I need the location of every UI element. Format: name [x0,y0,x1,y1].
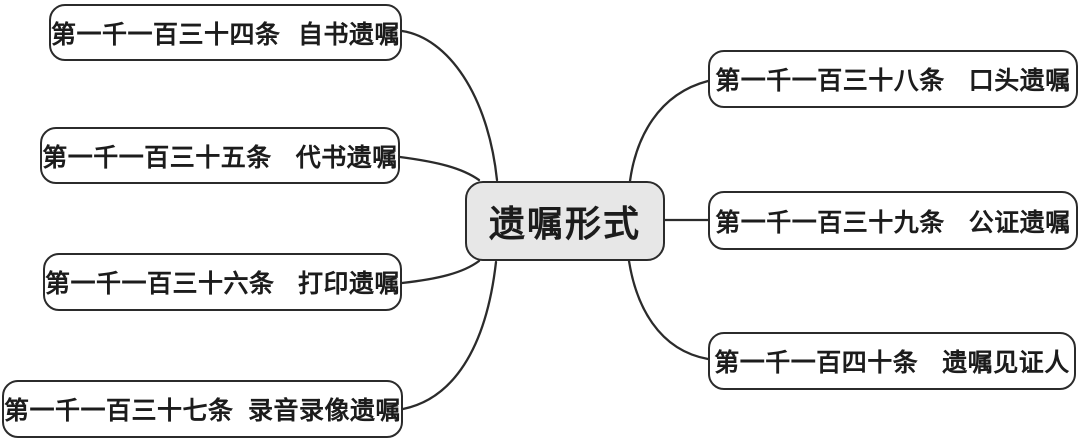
article-title: 录音录像遗嘱 [247,397,401,425]
article-title: 口头遗嘱 [968,67,1071,95]
branch-node-article-1140: 第一千一百四十条遗嘱见证人 [708,332,1076,390]
article-title: 代书遗嘱 [295,143,398,172]
branch-node-article-1134: 第一千一百三十四条自书遗嘱 [49,4,402,61]
connector-left-4 [401,260,498,411]
article-number: 第一千一百三十四条 [51,20,281,49]
branch-node-article-1136: 第一千一百三十六条打印遗嘱 [43,253,402,311]
branch-node-article-1139: 第一千一百三十九条公证遗嘱 [708,191,1078,250]
article-number: 第一千一百三十五条 [42,143,272,172]
article-title: 自书遗嘱 [297,20,400,49]
connector-right-1 [628,79,710,183]
central-topic-node: 遗嘱形式 [465,181,665,261]
article-number: 第一千一百三十八条 [715,67,945,95]
article-title: 公证遗嘱 [968,208,1071,237]
article-number: 第一千一百四十条 [714,349,919,377]
article-number: 第一千一百三十七条 [4,397,234,425]
connector-left-3 [400,259,481,285]
connector-left-2 [398,155,481,182]
connector-right-3 [627,259,710,361]
article-number: 第一千一百三十九条 [715,208,945,237]
central-topic-label: 遗嘱形式 [488,203,641,244]
article-title: 打印遗嘱 [297,270,400,298]
article-title: 遗嘱见证人 [942,349,1070,377]
branch-node-article-1135: 第一千一百三十五条代书遗嘱 [40,127,400,184]
branch-node-article-1137: 第一千一百三十七条录音录像遗嘱 [2,380,403,438]
branch-node-article-1138: 第一千一百三十八条口头遗嘱 [708,50,1078,108]
article-number: 第一千一百三十六条 [45,270,275,298]
connector-left-1 [400,29,499,182]
